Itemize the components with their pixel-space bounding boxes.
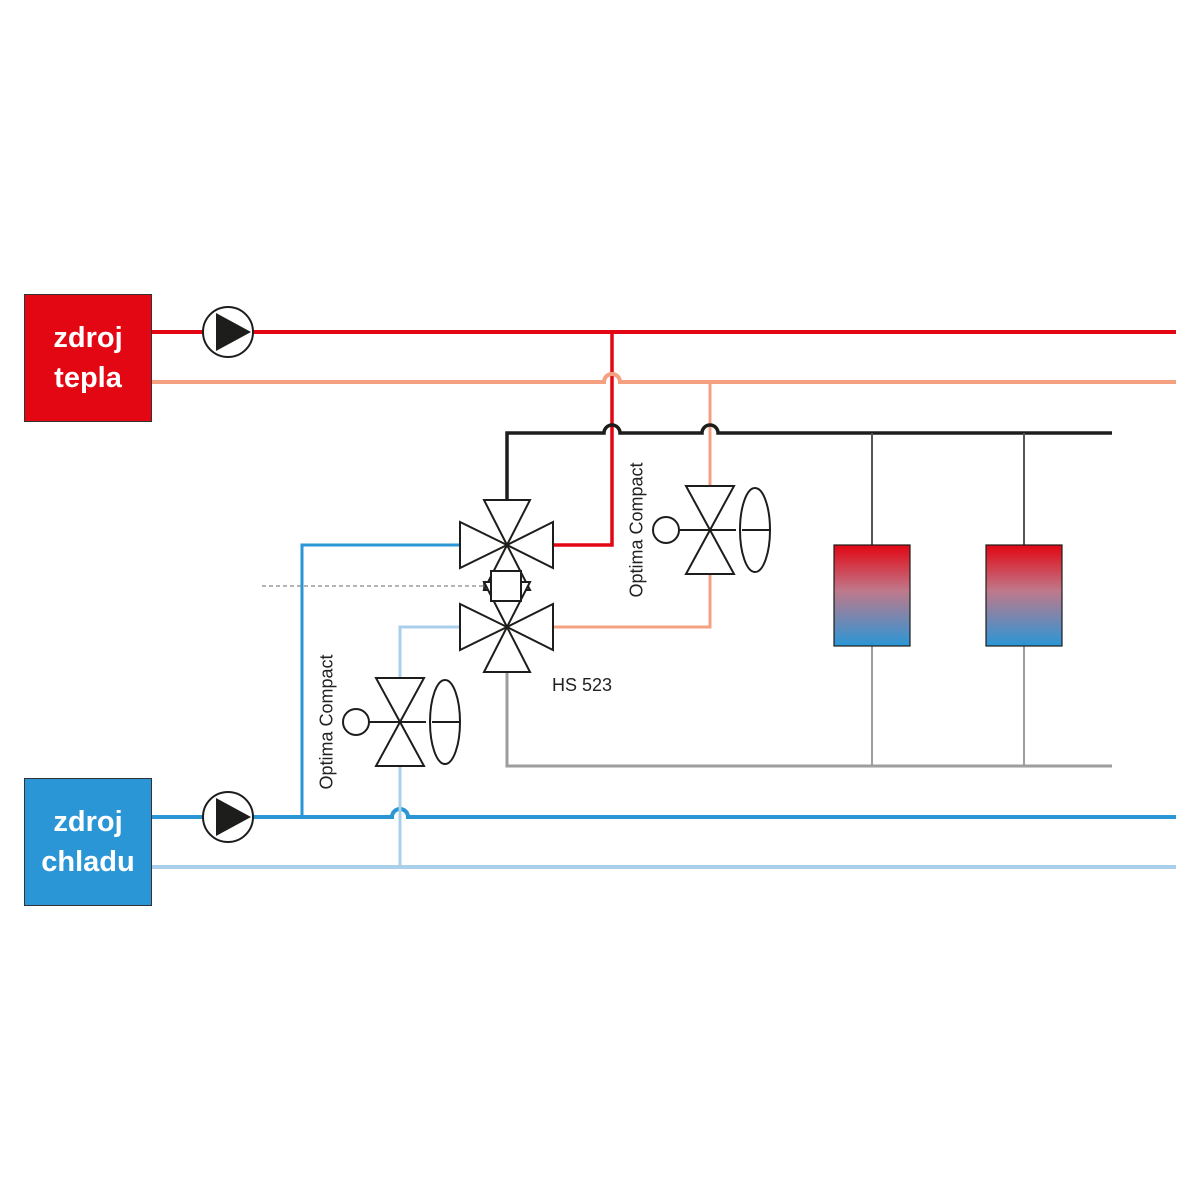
heat-source-label-line2: tepla: [54, 362, 122, 394]
heat-return-pipe: [152, 372, 1176, 384]
cold-pump-icon: [202, 791, 254, 843]
cold-return-branch: [398, 625, 460, 867]
cold-source-box: zdroj chladu: [24, 778, 152, 906]
heat-source-box: zdroj tepla: [24, 294, 152, 422]
heat-return-branch: [553, 382, 712, 629]
valve-label-lower: Optima Compact: [316, 654, 337, 790]
heat-supply-branch: [553, 332, 614, 547]
balancing-valve-lower-icon: [342, 677, 461, 767]
circuit-supply-pipe: [505, 423, 1112, 500]
radiator-2: [985, 544, 1063, 647]
cold-supply-pipe: [152, 807, 1176, 819]
cold-supply-branch: [300, 543, 460, 817]
heat-pump-icon: [202, 306, 254, 358]
circuit-return-pipe: [505, 672, 1112, 768]
valve-label-upper: Optima Compact: [626, 462, 647, 598]
cold-source-label-line2: chladu: [41, 846, 135, 878]
cold-source-label-line1: zdroj: [53, 806, 123, 838]
radiator-1: [833, 544, 911, 647]
balancing-valve-upper-icon: [652, 485, 771, 575]
mixing-valve-upper-icon: [459, 499, 554, 591]
heat-source-label-line1: zdroj: [53, 322, 123, 354]
mixing-valve-label: HS 523: [552, 675, 613, 695]
mixing-valve-actuator-icon: [490, 570, 522, 602]
